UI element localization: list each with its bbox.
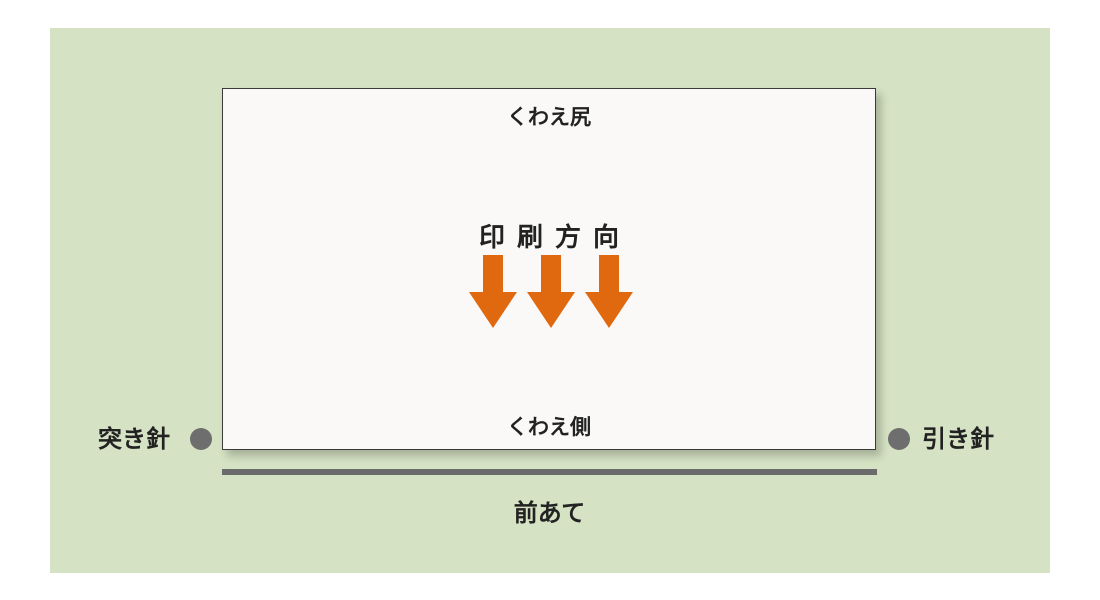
front-guide-rail <box>222 469 877 475</box>
arrow-down-icon <box>585 255 633 328</box>
tail-edge-label: くわえ尻 <box>507 105 591 129</box>
pull-guide-label: 引き針 <box>922 425 994 453</box>
push-guide-pin-icon <box>190 428 212 450</box>
gripper-edge-label: くわえ側 <box>507 415 591 439</box>
paper-sheet: くわえ尻 印刷方向 くわえ側 <box>222 88 876 450</box>
arrow-down-icon <box>527 255 575 328</box>
print-direction-label: 印刷方向 <box>478 223 631 253</box>
front-guide-label: 前あて <box>513 499 586 527</box>
pull-guide-pin-icon <box>888 428 910 450</box>
print-direction-arrows <box>469 255 633 328</box>
push-guide-label: 突き針 <box>98 425 170 453</box>
arrow-down-icon <box>469 255 517 328</box>
